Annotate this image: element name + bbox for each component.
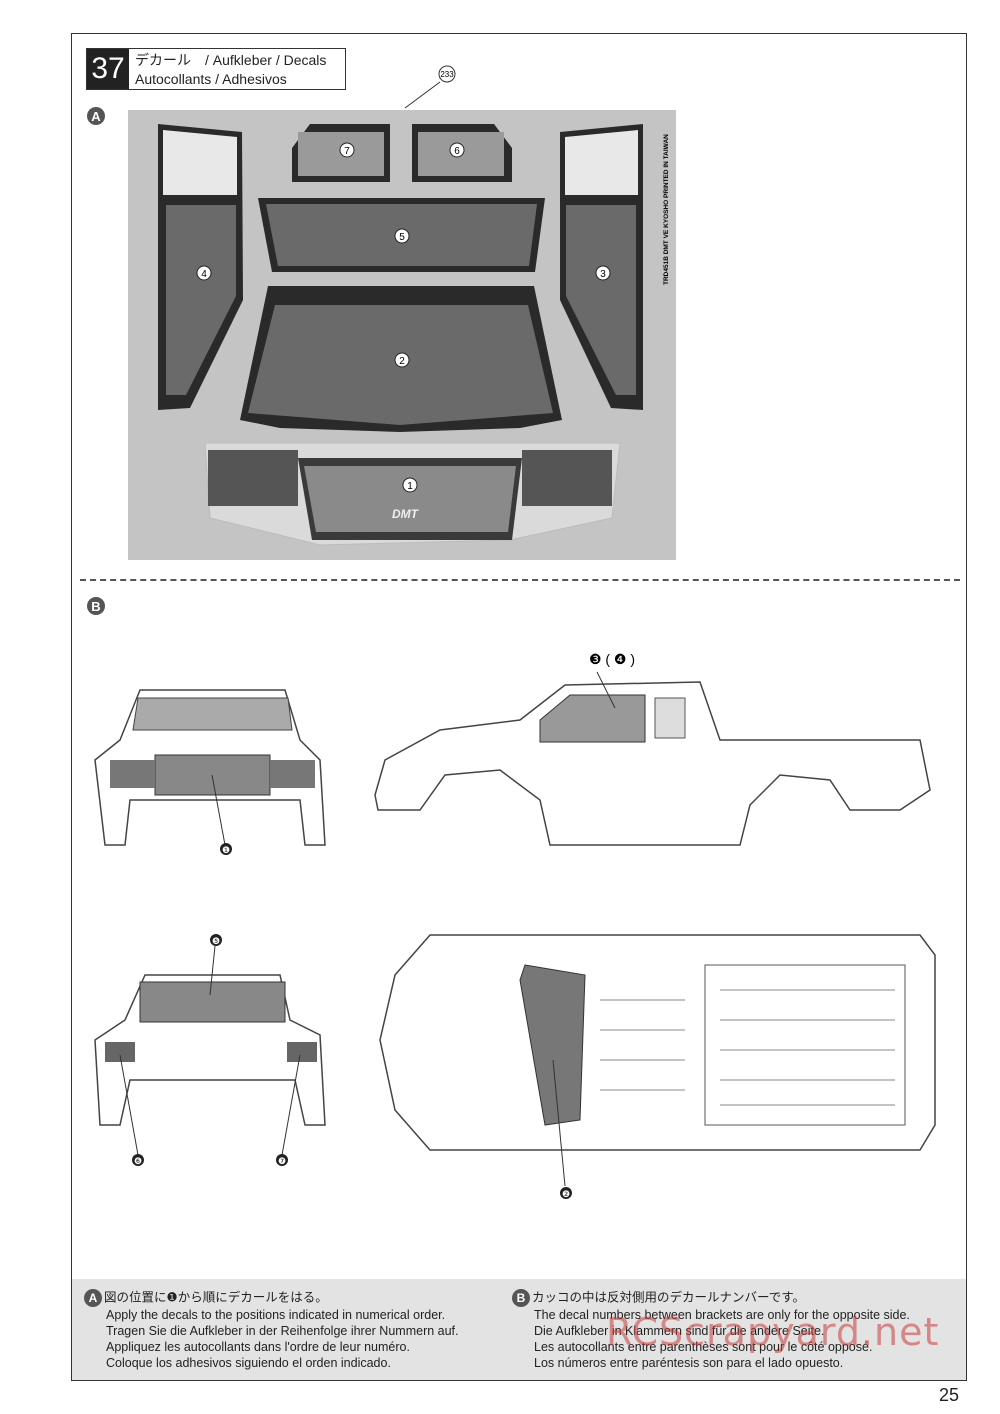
rear-view: ❺ ❻ ❼ (94, 934, 326, 1166)
decal-5-marker (394, 228, 410, 244)
part-ref-leader (404, 81, 441, 109)
decal-1-number: 1 (407, 481, 413, 492)
top-view: ❷ (379, 934, 936, 1199)
note-a-line-2: Apply the decals to the positions indica… (106, 1308, 446, 1322)
top-callout: ❷ (562, 1189, 570, 1199)
part-ref-label: 233 (440, 70, 454, 79)
decal-6-number: 6 (454, 146, 460, 157)
note-a-line-5: Coloque los adhesivos siguiendo el orden… (106, 1356, 391, 1370)
decal-1-marker (402, 477, 418, 493)
note-b-line-2: The decal numbers between brackets are o… (534, 1308, 910, 1322)
step-number: 37 (87, 49, 129, 89)
note-a-line-3: Tragen Sie die Aufkleber in der Reihenfo… (106, 1324, 459, 1338)
note-b-line-3: Die Aufkleber in Klammern sind für die a… (534, 1324, 825, 1338)
decal-3-number: 3 (600, 269, 606, 280)
section-a-badge: A (87, 107, 105, 125)
decal-7-marker (339, 142, 355, 158)
decal-4-marker (196, 265, 212, 281)
section-divider (80, 579, 960, 581)
watermark: RCScrapyard.net (606, 1310, 940, 1354)
grille-logo: DMT (392, 507, 420, 521)
decal-5-number: 5 (399, 232, 405, 243)
decal-4-logos (163, 130, 237, 195)
page-frame (71, 33, 967, 1381)
decal-sheet: 233 TRD451B DMT VE KYOSHO PRINTED IN TAI… (128, 65, 676, 560)
decal-7-number: 7 (344, 146, 350, 157)
rear-right-callout: ❼ (278, 1156, 286, 1166)
front-view: ❶ (94, 689, 326, 855)
part-ref-circle (438, 65, 456, 83)
step-title-line2: Autocollants / Adhesivos (135, 71, 287, 87)
decal-3-marker (595, 265, 611, 281)
decal-3-logos (565, 130, 638, 195)
note-a-badge: A (84, 1289, 102, 1307)
side-callout: ❸ ( ❹ ) (589, 651, 635, 667)
decal-1-left-lights (208, 450, 298, 506)
decal-3-window (566, 205, 636, 395)
step-header: 37 デカール / Aufkleber / Decals Autocollant… (86, 48, 346, 90)
note-b-line-5: Los números entre paréntesis son para el… (534, 1356, 844, 1370)
note-b-line-4: Les autocollants entre parenthèses sont … (534, 1340, 873, 1354)
rear-top-callout: ❺ (212, 936, 220, 946)
decal-2-number: 2 (399, 356, 405, 367)
step-title-line1: デカール / Aufkleber / Decals (135, 52, 327, 68)
rear-left-callout: ❻ (134, 1156, 142, 1166)
page-number: 25 (938, 1385, 959, 1405)
decal-4-window (166, 205, 236, 395)
note-b-badge: B (512, 1289, 530, 1307)
decal-6-marker (449, 142, 465, 158)
note-a-line-4: Appliquez les autocollants dans l'ordre … (106, 1340, 410, 1354)
section-b-badge: B (87, 597, 105, 615)
body-views: ❶ ❸ ( ❹ ) ❺ ❻ ❼ (94, 651, 936, 1199)
decal-1-grille-bars (304, 466, 516, 532)
front-callout: ❶ (222, 845, 230, 855)
decal-1-right-lights (522, 450, 612, 506)
side-view: ❸ ( ❹ ) (374, 651, 931, 846)
sheet-print-text: TRD451B DMT VE KYOSHO PRINTED IN TAIWAN (663, 134, 670, 285)
decal-2-marker (394, 352, 410, 368)
step-title: デカール / Aufkleber / Decals Autocollants /… (129, 49, 326, 89)
decal-4-number: 4 (201, 269, 207, 280)
